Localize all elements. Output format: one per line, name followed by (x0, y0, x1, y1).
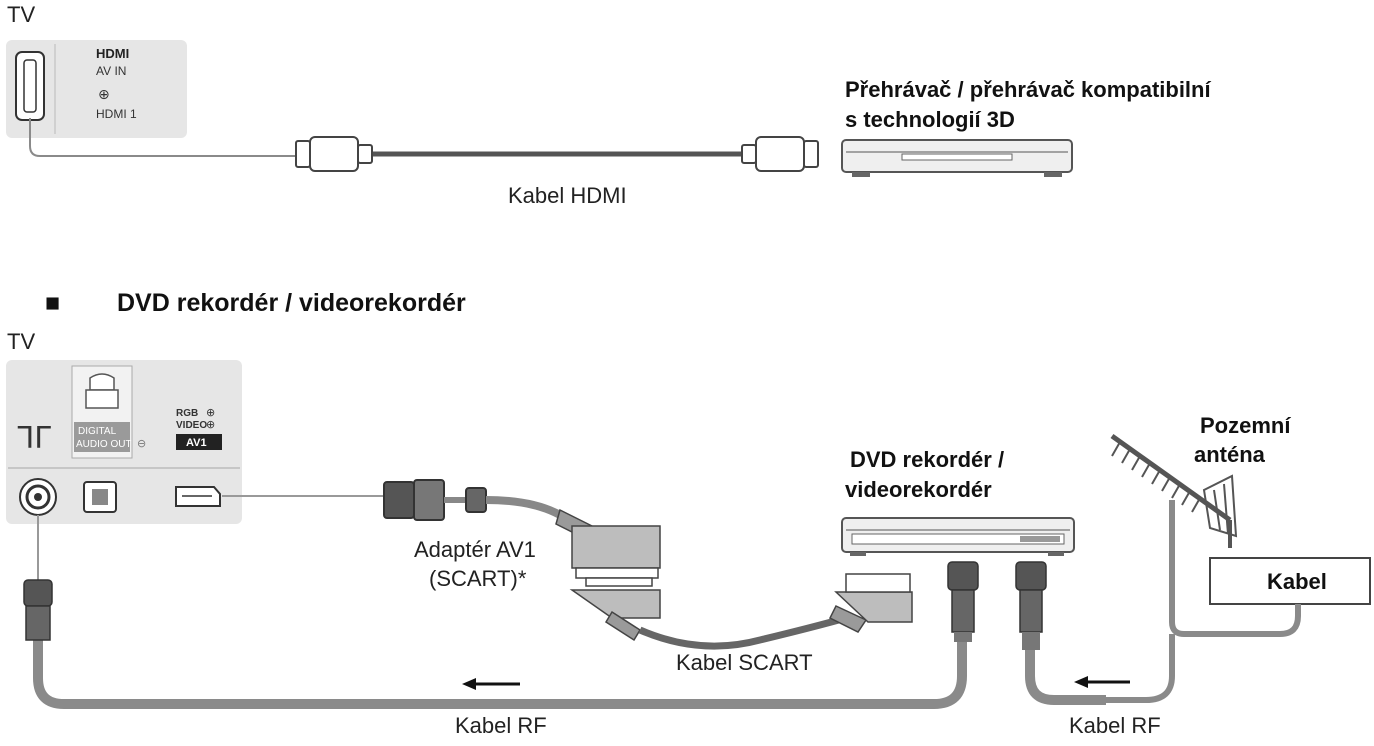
hdmi-cable (29, 118, 819, 172)
rf-cable-left-label: Kabel RF (455, 713, 547, 738)
optical-port-icon (83, 481, 117, 513)
scart-adapter-icon (383, 479, 661, 642)
hdmi1-label: HDMI 1 (96, 107, 137, 121)
rgb-in-icon: ⊕ (206, 407, 215, 419)
top-tv-label: TV (7, 2, 35, 27)
input-icon: ⊕ (98, 86, 110, 102)
hdmi-logo: HDMI (96, 46, 129, 61)
video-label: VIDEO (176, 420, 207, 431)
bottom-tv-label: TV (7, 329, 35, 354)
antenna-label-line1: Pozemní (1200, 413, 1291, 438)
arrow-left-icon-right (1074, 676, 1130, 688)
hdmi-cable-label: Kabel HDMI (508, 183, 627, 208)
rf-plug-icon-middle (947, 561, 979, 642)
digital-label: DIGITAL (78, 426, 117, 437)
digital-audio-out-icon (71, 365, 133, 459)
recorder-device-icon (841, 517, 1075, 556)
scart-port-icon (175, 486, 221, 507)
rf-cable-left (23, 515, 979, 709)
arrow-left-icon-left (462, 678, 520, 690)
kabel-box (1209, 557, 1371, 605)
rf-cable-right (1015, 561, 1106, 705)
player-label-line2: s technologií 3D (845, 107, 1015, 132)
recorder-label-line2: videorekordér (845, 477, 992, 502)
rgb-label: RGB (176, 408, 198, 419)
section-heading: DVD rekordér / videorekordér (117, 289, 466, 317)
antenna-icon (1110, 433, 1238, 548)
player-device-icon (841, 139, 1073, 177)
hdmi-port-icon (15, 51, 45, 121)
rf-port-icon (19, 478, 57, 516)
av1-label: AV1 (186, 437, 207, 449)
antenna-label-line2: anténa (1194, 442, 1266, 467)
hdmi-plug-icon-right (741, 136, 819, 172)
rf-cable-right-label: Kabel RF (1069, 713, 1161, 738)
rf-plug-icon-right (1015, 561, 1047, 650)
audio-out-label: AUDIO OUT (76, 439, 132, 450)
scart-cable-label: Kabel SCART (676, 650, 813, 675)
recorder-label-line1: DVD rekordér / (850, 447, 1004, 472)
section-bullet: ■ (45, 289, 60, 317)
scart-cable (638, 573, 913, 650)
av-in-label: AV IN (96, 64, 126, 78)
rf-plug-icon-left (23, 579, 53, 641)
antenna-feed-cable (1106, 500, 1301, 703)
adapter-label-line2: (SCART)* (429, 566, 527, 591)
kabel-box-label: Kabel (1267, 569, 1327, 594)
hdmi-plug-icon-left (295, 136, 373, 172)
adapter-label-line1: Adaptér AV1 (414, 537, 536, 562)
bottom-tv-panel: ᒣᒥ DIGITAL AUDIO OUT ⊖ RGB VIDEO ⊕ ⊕ AV1 (6, 360, 242, 524)
player-label-line1: Přehrávač / přehrávač kompatibilní (845, 77, 1211, 102)
video-in-icon: ⊕ (206, 419, 215, 431)
output-arrow-icon: ⊖ (137, 438, 146, 450)
antenna-symbol-icon: ᒣᒥ (16, 422, 51, 455)
top-tv-panel: HDMI AV IN ⊕ HDMI 1 (6, 40, 187, 138)
